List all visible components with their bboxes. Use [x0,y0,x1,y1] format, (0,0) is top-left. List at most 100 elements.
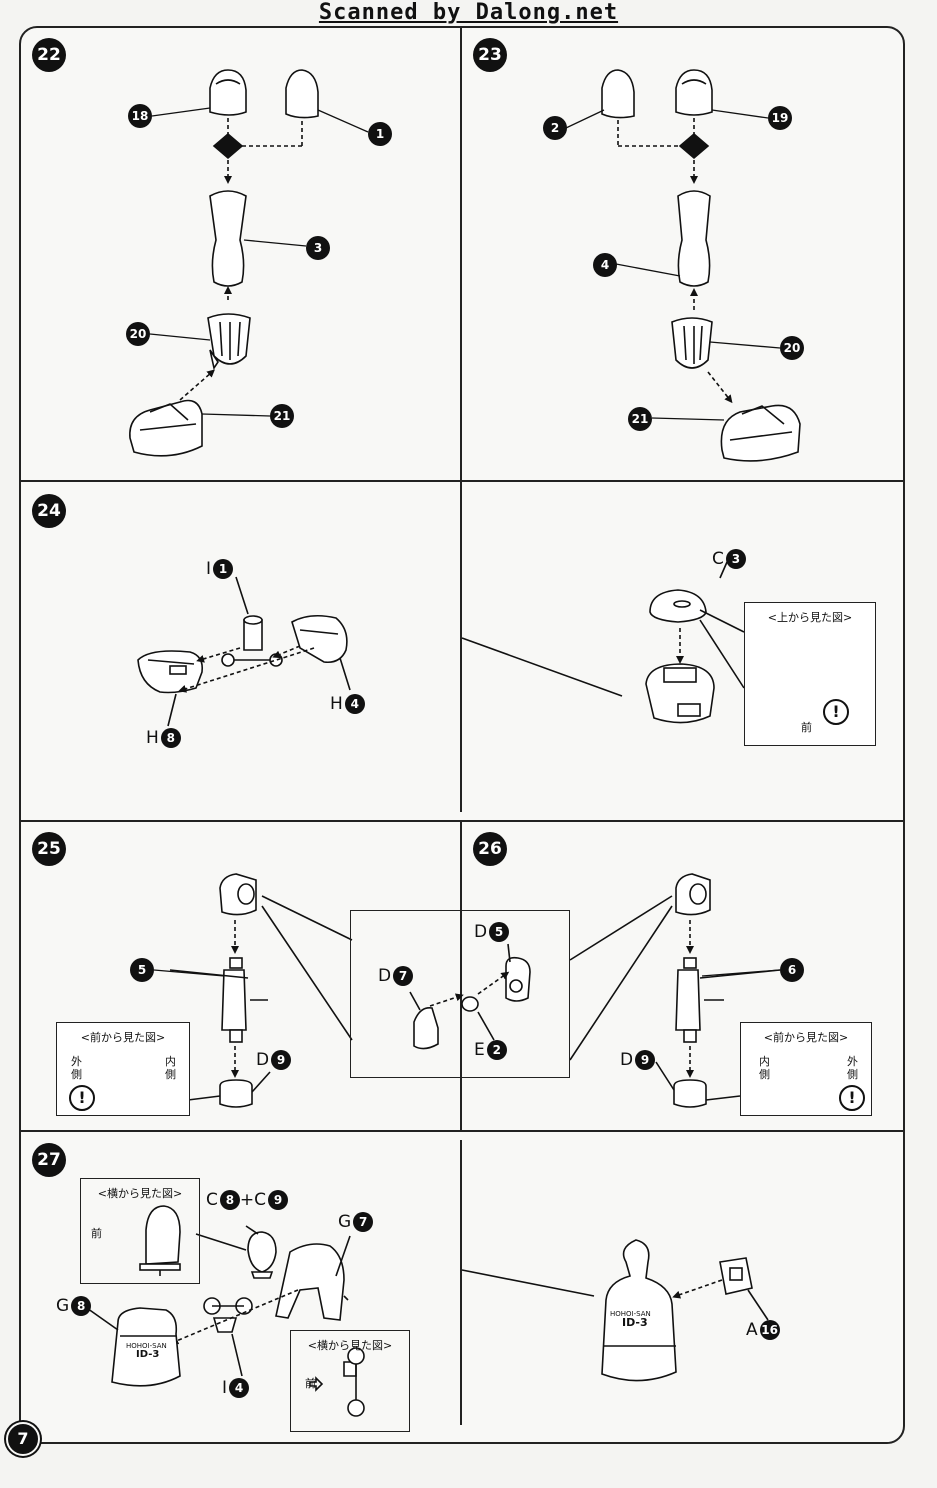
part-D5-letter: D [474,922,488,942]
divider-col-row2 [460,482,462,812]
part-D5-number: 5 [489,922,510,942]
step26-leg-art [569,873,833,1108]
part-6-label: 6 [780,958,804,982]
inner-side-label-right: 内側 [759,1055,770,1081]
part-C8-letter: C [206,1190,218,1210]
part-A16-letter: A [746,1320,758,1340]
part-18-label: 18 [128,104,152,128]
base-brand-text-left: HOHOI-SAN [126,1342,167,1350]
step-22-badge: 22 [32,38,66,72]
center-detail-box [350,910,570,1078]
divider-row-2 [19,820,903,822]
part-5-label: 5 [130,958,154,982]
step-27-badge: 27 [32,1143,66,1177]
step-23-badge: 23 [473,38,507,72]
page-number-badge: 7 [6,1422,40,1456]
part-D9-letter: D [256,1050,270,1070]
part-3-label: 3 [306,236,330,260]
center-detail-art [409,943,531,1050]
part-20-label: 20 [126,322,150,346]
part-G7-number: 7 [353,1212,374,1232]
front-view-box-left: <前から見た図> 外側 内側 ! [56,1022,190,1116]
divider-row-3 [19,1130,903,1132]
divider-col-row1 [460,27,462,482]
part-D9-number: 9 [271,1050,292,1070]
top-view-warning-icon: ! [823,699,849,725]
base-model-text-left: ID-3 [136,1349,160,1360]
step22-art [129,69,319,457]
part-E2-letter: E [474,1040,485,1060]
top-view-title: <上から見た図> [767,611,853,624]
front-view-warning-icon-right: ! [839,1085,865,1111]
step-24-badge: 24 [32,494,66,528]
part-H4-number: 4 [344,694,365,714]
part-D9-letter-right: D [620,1050,634,1070]
part-21-label-right: 21 [628,407,652,431]
step27-stand-art [461,1239,769,1382]
divider-col-row3 [460,822,462,1130]
outer-side-label-left: 外側 [71,1055,82,1081]
part-1-label: 1 [368,122,392,146]
top-view-box: <上から見た図> 前 ! [744,602,876,746]
part-2-label: 2 [543,116,567,140]
part-C9-letter: C [254,1190,266,1210]
side-view-title-2: <横から見た図> [307,1339,393,1352]
part-G8-number: 8 [71,1296,92,1316]
scan-credit: Scanned by Dalong.net [318,0,619,25]
part-4-label: 4 [593,253,617,277]
step-25-badge: 25 [32,832,66,866]
part-I4-letter: I [222,1378,228,1398]
step-26-badge: 26 [473,832,507,866]
step23-art [601,69,801,462]
top-view-front-label: 前 [801,721,812,734]
part-C8-number: 8 [219,1190,240,1210]
base-brand-text-right: HOHOI-SAN [610,1310,651,1318]
outer-side-label-right: 外側 [847,1055,858,1081]
base-model-text-right: ID-3 [622,1316,648,1329]
front-view-title-right: <前から見た図> [763,1031,849,1044]
part-20-label-right: 20 [780,336,804,360]
side-view-box-1: <横から見た図> 前 [80,1178,200,1284]
part-19-label: 19 [768,106,792,130]
part-H4-letter: H [330,694,343,714]
part-H8-number: 8 [160,728,181,748]
part-21-label: 21 [270,404,294,428]
part-I1-letter: I [206,559,212,579]
part-G7-letter: G [338,1212,352,1232]
part-D9-number-right: 9 [635,1050,656,1070]
step25-leg-art [103,873,353,1108]
step24-hip-art [137,576,351,727]
part-D7-number: 7 [393,966,414,986]
part-H8-letter: H [146,728,159,748]
part-C3-number: 3 [725,549,746,569]
plus-sign: + [239,1190,255,1210]
front-view-box-right: <前から見た図> 内側 外側 ! [740,1022,872,1116]
side-view-box-2: <横から見た図> 前 [290,1330,410,1432]
inner-side-label-left: 内側 [165,1055,176,1081]
part-C9-number: 9 [268,1190,288,1210]
part-I4-number: 4 [229,1378,250,1398]
side-view-front-label-2: 前 [305,1377,316,1390]
front-view-title-left: <前から見た図> [80,1031,166,1044]
side-view-title-1: <横から見た図> [97,1187,183,1200]
part-G8-letter: G [56,1296,70,1316]
front-view-warning-icon-left: ! [69,1085,95,1111]
divider-col-row4 [460,1140,462,1425]
part-E2-number: 2 [486,1040,507,1060]
part-A16-number: 16 [759,1320,780,1340]
